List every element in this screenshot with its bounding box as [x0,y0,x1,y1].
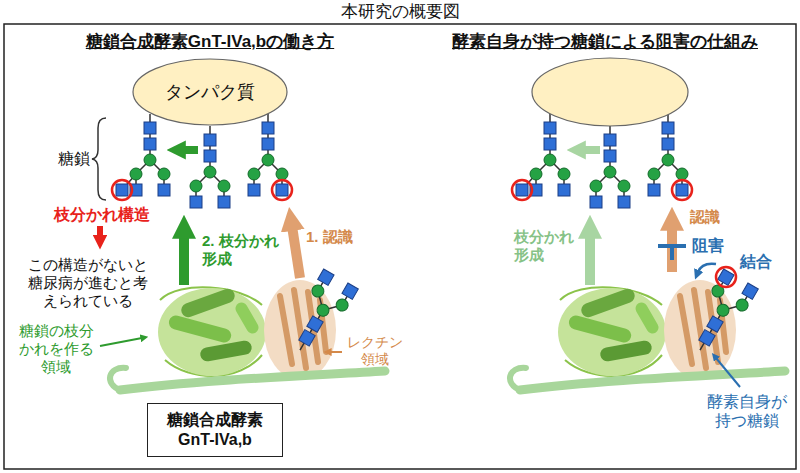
step-label: 認識 [690,208,720,226]
protein-oval: タンパク質 [132,58,288,126]
figure-title: 本研究の概要図 [0,2,800,22]
bracket-label: 糖鎖 [58,149,90,168]
inhibit-label: 阻害 [692,236,724,255]
step-label: 枝分かれ形成 [514,228,576,264]
step-label: 2. 枝分かれ形成 [202,232,282,268]
note-text: この構造がないと糖尿病が進むと考えられている [22,256,154,310]
highlight-label: 枝分かれ構造 [54,205,150,224]
binding-label: 結合 [740,252,772,271]
domain-label: レクチン領域 [346,334,404,368]
node-text: 糖鎖合成酵素 GnT-IVa,b [154,410,276,450]
step-label: 1. 認識 [306,228,353,246]
domain-label: 糖鎖の枝分かれを作る領域 [16,322,96,376]
enzyme-box: 糖鎖合成酵素 GnT-IVa,b [147,403,283,457]
panel-heading: 糖鎖合成酵素GnT-IVa,bの働き方 [40,32,380,52]
node-text: タンパク質 [165,81,255,104]
glycan-label: 酵素自身が持つ糖鎖 [704,392,790,430]
panel-heading: 酵素自身が持つ糖鎖による阻害の仕組み [420,32,790,52]
